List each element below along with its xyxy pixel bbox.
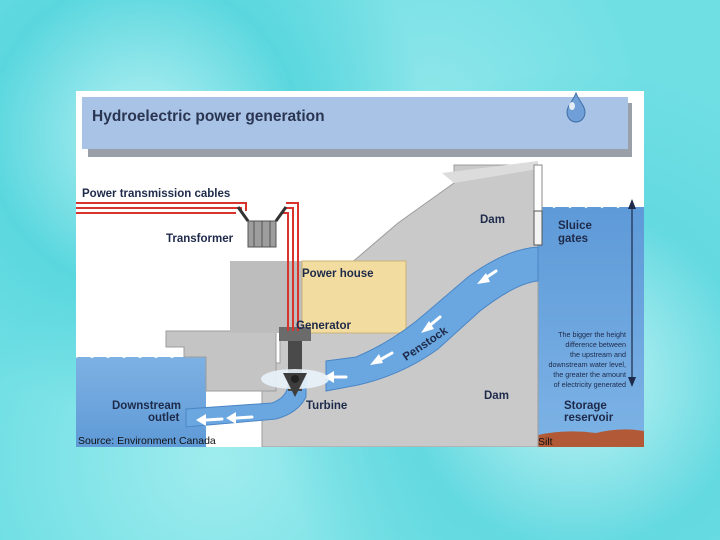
height-difference-arrow <box>628 199 636 387</box>
water-drop-icon <box>566 91 586 123</box>
label-silt: Silt <box>538 436 553 447</box>
page-title: Hydroelectric power generation <box>92 108 325 125</box>
label-turbine: Turbine <box>306 400 347 412</box>
silt-layer <box>538 429 644 447</box>
power-house <box>301 260 407 334</box>
transformer-icon <box>236 206 288 248</box>
hydroelectric-diagram: Hydroelectric power generation <box>76 91 644 447</box>
label-sluice-1: Sluice <box>558 220 592 232</box>
turbine-icon <box>261 369 329 397</box>
label-sluice-2: gates <box>558 233 588 245</box>
sluice-gate-panel <box>533 210 543 246</box>
note-line: the upstream and <box>570 350 626 359</box>
note-line: of electricity generated <box>554 380 626 389</box>
label-generator: Generator <box>296 320 351 332</box>
title-bar <box>82 97 628 149</box>
note-line: The bigger the height <box>558 330 626 339</box>
outlet-channel <box>185 376 307 428</box>
label-downstream-1: Downstream <box>112 400 181 412</box>
label-power-house: Power house <box>302 268 374 280</box>
source-caption: Source: Environment Canada <box>78 435 216 447</box>
diagram-svg: Hydroelectric power generation <box>76 91 644 447</box>
flow-arrows <box>196 269 498 426</box>
note-line: difference between <box>565 340 626 349</box>
label-storage-1: Storage <box>564 400 607 412</box>
note-line: the greater the amount <box>553 370 626 379</box>
label-transformer: Transformer <box>166 233 234 245</box>
label-storage-2: reservoir <box>564 412 614 424</box>
downstream-water <box>76 357 206 447</box>
label-downstream-2: outlet <box>148 412 179 424</box>
label-dam-top: Dam <box>480 214 505 226</box>
note-line: downstream water level, <box>549 360 627 369</box>
storage-reservoir-water <box>538 207 644 447</box>
label-power-cables: Power transmission cables <box>82 188 230 200</box>
reservoir-waves <box>537 202 644 209</box>
label-dam-bottom: Dam <box>484 390 509 402</box>
height-note: The bigger the height difference between… <box>549 330 627 389</box>
dam-foundation <box>165 330 277 392</box>
dam-crest <box>442 161 538 183</box>
downstream-waves <box>76 353 189 359</box>
